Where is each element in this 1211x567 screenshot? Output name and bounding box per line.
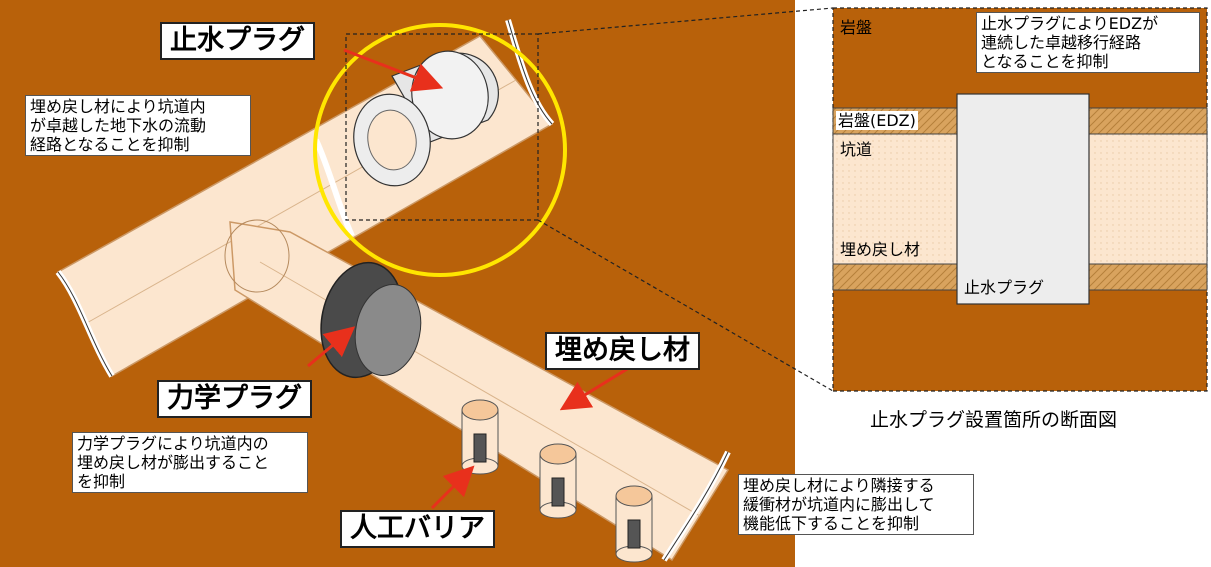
note-line: 埋め戻し材により坑道内: [30, 97, 206, 116]
water-plug-label: 止水プラグ: [160, 22, 315, 60]
section-plug-label: 止水プラグ: [964, 278, 1045, 297]
section-caption: 止水プラグ設置箇所の断面図: [870, 409, 1118, 431]
note-line: となることを抑制: [981, 52, 1109, 71]
branch-tunnel-cut-edge: [663, 451, 729, 561]
note-mech-plug-effect: 力学プラグにより坑道内の 埋め戻し材が膨出すること を抑制: [72, 432, 308, 493]
mech-plug-label: 力学プラグ: [157, 380, 312, 418]
zoom-line-bottom: [537, 219, 834, 392]
note-line: 力学プラグにより坑道内の: [77, 434, 269, 453]
arrow-water-plug: [343, 48, 444, 92]
note-backfill-flow: 埋め戻し材により坑道内 が卓越した地下水の流動 経路となることを抑制: [25, 95, 251, 156]
barrier-label: 人工バリア: [340, 510, 495, 548]
section-edz-note: 止水プラグによりEDZが 連続した卓越移行経路 となることを抑制: [976, 12, 1200, 73]
section-rock-label: 岩盤: [840, 18, 873, 37]
note-line: 緩衝材が坑道内に膨出して: [743, 495, 935, 514]
note-buffer-swell: 埋め戻し材により隣接する 緩衝材が坑道内に膨出して 機能低下することを抑制: [738, 474, 974, 535]
water-plug: [353, 50, 499, 187]
note-line: 止水プラグによりEDZが: [981, 14, 1159, 33]
note-line: 連続した卓越移行経路: [981, 33, 1142, 52]
section-tunnel-label: 坑道: [840, 140, 873, 159]
note-line: 機能低下することを抑制: [743, 514, 920, 533]
section-edz-label: 岩盤(EDZ): [836, 111, 918, 130]
main-tunnel-cut-mid: [313, 138, 355, 238]
note-line: が卓越した地下水の流動: [30, 116, 207, 135]
highlight-circle: [313, 23, 567, 277]
backfill-label: 埋め戻し材: [545, 332, 700, 370]
main-tunnel-cut-right-edge: [507, 19, 553, 125]
engineered-barrier-pits: [461, 399, 653, 563]
barrier-pit-3: [615, 485, 653, 563]
note-line: 経路となることを抑制: [30, 135, 190, 154]
section-backfill-label: 埋め戻し材: [840, 240, 921, 259]
main-tunnel-cut-left-edge: [57, 271, 113, 377]
note-line: 埋め戻し材が膨出すること: [77, 453, 270, 472]
barrier-pit-1: [461, 399, 499, 475]
branch-tunnel-opening: [224, 219, 290, 293]
zoom-line-top: [537, 7, 834, 35]
barrier-pit-2: [539, 443, 577, 519]
note-line: 埋め戻し材により隣接する: [743, 476, 935, 495]
section-plug: [956, 93, 1090, 305]
arrow-barrier: [430, 465, 475, 510]
arrow-backfill: [559, 364, 633, 411]
arrow-mech-plug: [307, 326, 356, 368]
note-line: を抑制: [77, 472, 126, 491]
